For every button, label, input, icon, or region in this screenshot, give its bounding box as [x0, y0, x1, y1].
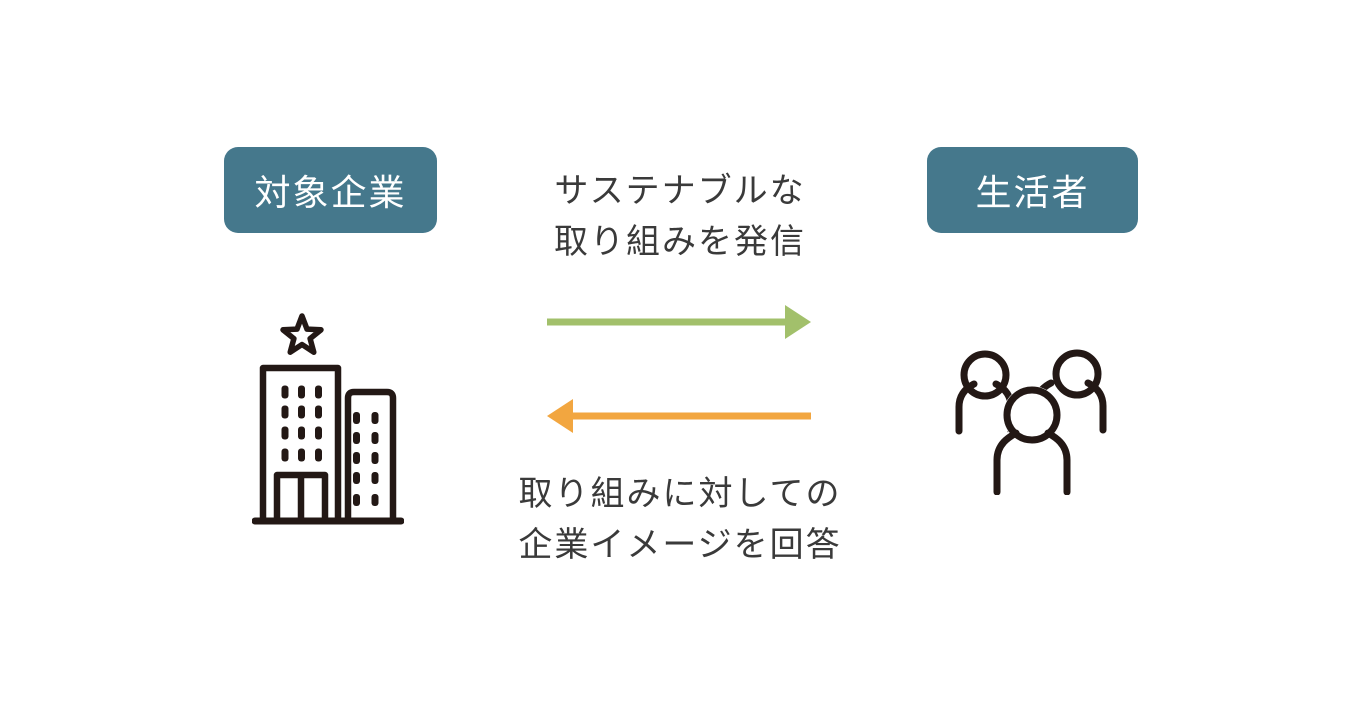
building-windows [281, 385, 379, 506]
consumer-label: 生活者 [975, 172, 1090, 213]
consumer-label-box: 生活者 [927, 147, 1138, 233]
person-back-left [955, 350, 1015, 435]
arrow-left-head [547, 399, 573, 433]
people-icon [955, 349, 1107, 495]
building-icon [252, 313, 404, 525]
return-flow-caption: 取り組みに対しての 企業イメージを回答 [440, 469, 920, 571]
person-front [993, 386, 1071, 495]
return-flow-caption-line2: 企業イメージを回答 [518, 526, 842, 564]
arrow-left-icon [547, 399, 811, 433]
forward-flow-caption-line1: サステナブルな [554, 172, 806, 210]
star-icon [280, 313, 324, 355]
company-label: 対象企業 [254, 172, 407, 213]
arrow-right-head [785, 305, 811, 339]
forward-flow-caption: サステナブルな 取り組みを発信 [440, 166, 920, 268]
company-label-box: 対象企業 [224, 147, 437, 233]
person-front-underlay [994, 386, 1070, 495]
return-flow-caption-line1: 取り組みに対しての [518, 475, 842, 513]
forward-flow-caption-line2: 取り組みを発信 [554, 223, 806, 261]
arrow-right-icon [547, 305, 811, 339]
